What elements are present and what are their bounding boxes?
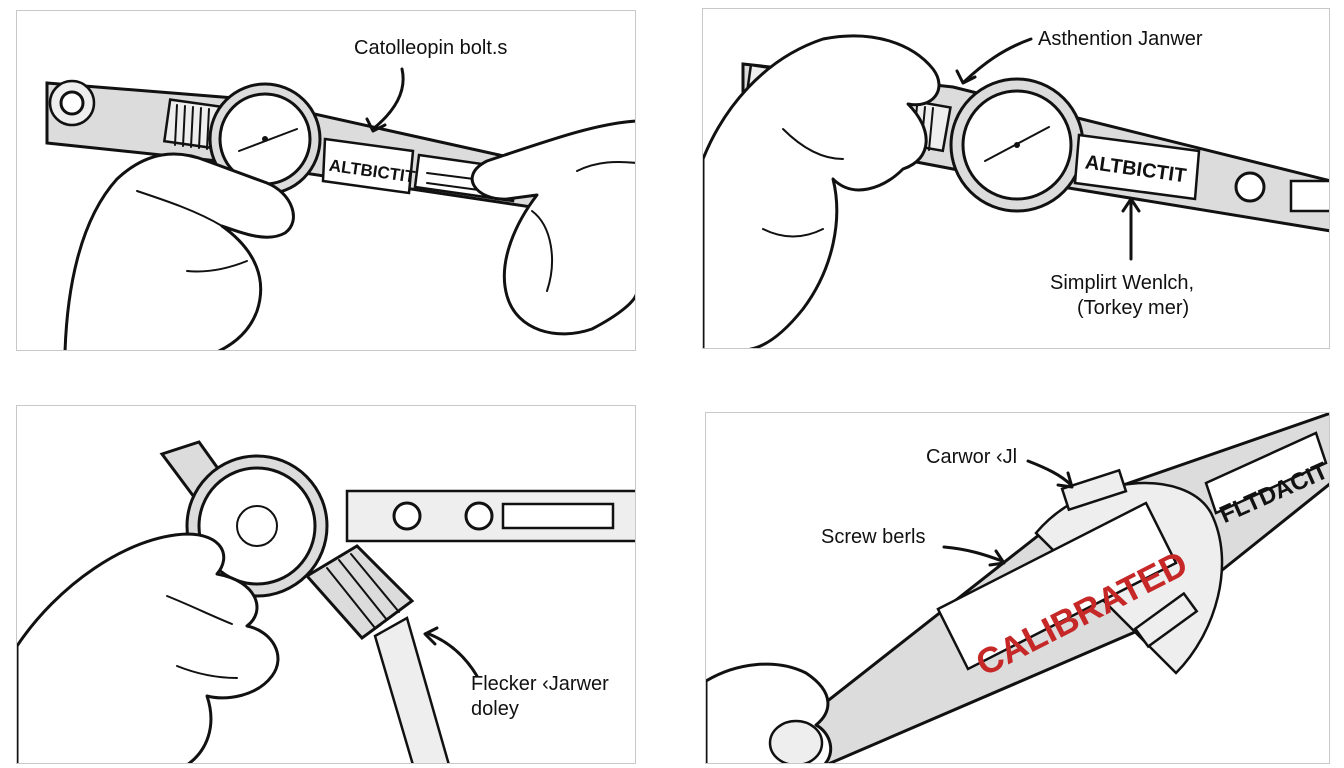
ratchet-socket (59, 90, 85, 116)
panel-3-illustration (17, 440, 635, 763)
panel-2-callout-line-1: Simplirt Wenlch, (1050, 272, 1195, 294)
dial-gauge-face (197, 466, 317, 586)
panel-4-top-label: Carwor ‹Jl (926, 446, 1018, 468)
hand (17, 532, 280, 763)
left-hand (63, 152, 295, 350)
panel-4-mid-label: Screw berls (821, 526, 926, 548)
panel-3-callout: Flecker ‹Jarwer doley (471, 672, 609, 722)
wrench-handle (373, 616, 450, 763)
callout-arrow (427, 632, 479, 678)
panel-3-callout-line-1: Flecker ‹Jarwer (471, 673, 609, 695)
panel-2-callout: Simplirt Wenlch, (Torkey mer) (1050, 271, 1194, 321)
calibrated-badge (936, 501, 1178, 671)
panel-1-label: Catolleopin bolt.s (354, 37, 508, 59)
top-callout-arrow (1026, 459, 1073, 487)
panel-3: Flecker ‹Jarwer doley (16, 405, 636, 764)
name-plate (1073, 133, 1201, 201)
panel-4-illustration: FLTDACIT CALIBRATED (706, 413, 1329, 763)
hand (703, 34, 941, 348)
spec-plate (1289, 179, 1329, 213)
right-hand (470, 119, 635, 336)
panel-1-illustration: ALTBICTIT (45, 67, 635, 350)
callout-arrowhead (365, 117, 387, 133)
dial-needle (238, 128, 298, 152)
panel-2-illustration: ALTBICTIT (703, 34, 1329, 348)
dial-center-ring (236, 505, 278, 547)
lock-knob (1234, 171, 1266, 203)
thumb-knob (768, 719, 824, 763)
end-plate (1204, 431, 1328, 515)
lower-adjust-ring (1133, 591, 1199, 649)
callout-arrow (371, 67, 405, 131)
thread-lines (326, 553, 400, 629)
panel-2: ALTBICTIT Asthention Janwer Simplirt Wen… (702, 8, 1330, 349)
panel-1: ALTBICTIT Catolleopin bolt.s (16, 10, 636, 351)
panel-2-callout-line-2: (Torkey mer) (1076, 297, 1190, 319)
knurl-lines (174, 104, 210, 150)
upper-adjust-ring (1060, 468, 1128, 512)
panel-4: FLTDACIT CALIBRATED Carwor ‹Jl Screw ber… (705, 412, 1330, 764)
mid-callout-arrow (942, 545, 1004, 563)
panel-2-label: Asthention Janwer (1038, 28, 1203, 50)
panel-3-callout-line-2: doley (471, 698, 519, 720)
threaded-shaft (304, 544, 415, 641)
dial-pivot (262, 136, 268, 142)
top-callout-arrow (963, 37, 1033, 83)
dial-pivot (1014, 142, 1020, 148)
name-plate (321, 137, 415, 195)
